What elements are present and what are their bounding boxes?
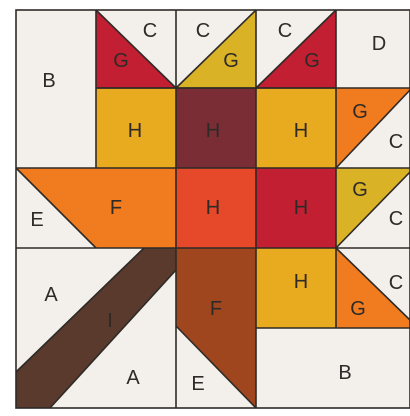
label-f: F bbox=[110, 197, 122, 219]
label-h: H bbox=[294, 120, 308, 142]
label-a: A bbox=[44, 284, 58, 306]
label-i: I bbox=[107, 310, 113, 332]
label-b: B bbox=[338, 362, 351, 384]
label-e: E bbox=[191, 373, 204, 395]
label-c: C bbox=[196, 20, 210, 42]
label-c: C bbox=[389, 208, 403, 230]
label-h: H bbox=[206, 120, 220, 142]
label-g: G bbox=[223, 50, 239, 72]
label-e: E bbox=[30, 209, 43, 231]
label-h: H bbox=[294, 271, 308, 293]
label-d: D bbox=[372, 33, 386, 55]
label-g: G bbox=[350, 298, 366, 320]
label-a: A bbox=[126, 367, 140, 389]
label-c: C bbox=[389, 272, 403, 294]
label-c: C bbox=[389, 131, 403, 153]
label-g: G bbox=[352, 179, 368, 201]
label-f: F bbox=[210, 298, 222, 320]
label-g: G bbox=[113, 50, 129, 72]
label-h: H bbox=[128, 120, 142, 142]
label-c: C bbox=[278, 20, 292, 42]
label-b: B bbox=[42, 70, 55, 92]
label-g: G bbox=[304, 50, 320, 72]
label-h: H bbox=[206, 197, 220, 219]
label-c: C bbox=[143, 20, 157, 42]
label-h: H bbox=[294, 197, 308, 219]
label-g: G bbox=[352, 101, 368, 123]
